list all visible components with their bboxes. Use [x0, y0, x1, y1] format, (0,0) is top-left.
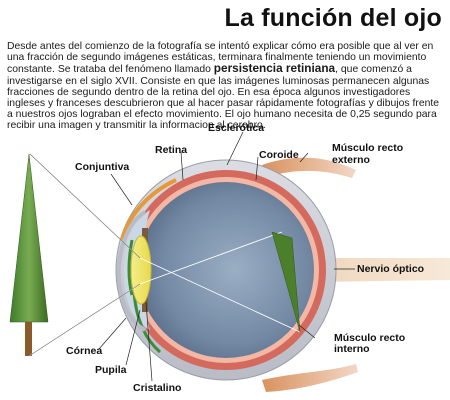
upper-muscle — [262, 157, 356, 178]
crystalline-lens — [130, 235, 152, 305]
label-coroide: Coroide — [259, 149, 299, 161]
intro-text-start: Desde antes del comienzo de la fotografí… — [7, 41, 434, 76]
tree-foliage — [9, 153, 49, 323]
vitreous-body — [138, 182, 314, 358]
retinal-image — [271, 231, 301, 333]
lower-muscle — [262, 364, 358, 392]
label-retina: Retina — [155, 144, 187, 156]
label-cristalino: Cristalino — [133, 382, 181, 394]
intro-text-end: , que comenzó a investigarse en el siglo… — [7, 64, 440, 132]
intro-highlight: persistencia retiniana — [213, 61, 336, 76]
label-musculo-interno-1: Músculo recto — [334, 332, 405, 344]
label-musculo-externo-1: Músculo recto — [332, 142, 403, 154]
label-musculo-interno-2: interno — [334, 343, 370, 355]
label-musculo-externo-2: externo — [332, 154, 370, 166]
page-title: La función del ojo — [224, 4, 442, 32]
label-pupila: Pupila — [95, 364, 127, 376]
label-nervio-optico: Nervio óptico — [357, 263, 424, 275]
tree-trunk — [25, 322, 32, 356]
intro-paragraph: Desde antes del comienzo de la fotografí… — [7, 41, 445, 132]
label-conjuntiva: Conjuntiva — [75, 161, 129, 173]
optic-nerve — [318, 258, 450, 282]
cornea-shape — [116, 210, 147, 332]
label-cornea: Córnea — [66, 345, 102, 357]
label-esclerotica: Esclerótica — [208, 122, 264, 134]
conjunctiva-strip — [120, 178, 177, 241]
